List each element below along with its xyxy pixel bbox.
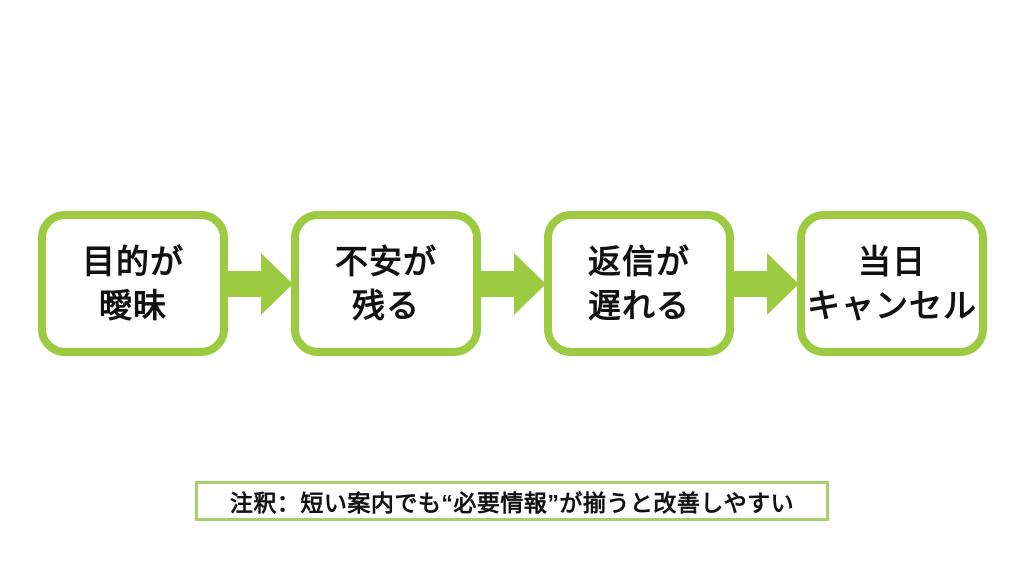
arrow-right-icon xyxy=(732,252,799,315)
step-label-line1: 返信が xyxy=(588,242,690,280)
arrow-right-icon xyxy=(226,252,293,315)
step-label-line2: 曖昧 xyxy=(99,286,167,324)
step-label-line1: 目的が xyxy=(82,242,184,280)
step-label-line1: 当日 xyxy=(858,242,926,280)
step-label-line2: キャンセル xyxy=(807,286,977,324)
annotation-note-text: 注釈：短い案内でも“必要情報”が揃うと改善しやすい xyxy=(229,490,795,516)
step-label-line2: 遅れる xyxy=(588,286,690,324)
flow-step-1: 目的が 曖昧 xyxy=(38,211,228,356)
flow-step-4: 当日 キャンセル xyxy=(797,211,987,356)
flow-step-3: 返信が 遅れる xyxy=(544,211,734,356)
flow-diagram: 目的が 曖昧 不安が 残る 返信が 遅れる 当日 キャンセル xyxy=(38,211,987,356)
arrow-right-icon xyxy=(479,252,546,315)
step-label-line2: 残る xyxy=(352,286,420,324)
step-label-line1: 不安が xyxy=(335,242,437,280)
annotation-note: 注釈：短い案内でも“必要情報”が揃うと改善しやすい xyxy=(195,481,829,521)
flow-step-2: 不安が 残る xyxy=(291,211,481,356)
